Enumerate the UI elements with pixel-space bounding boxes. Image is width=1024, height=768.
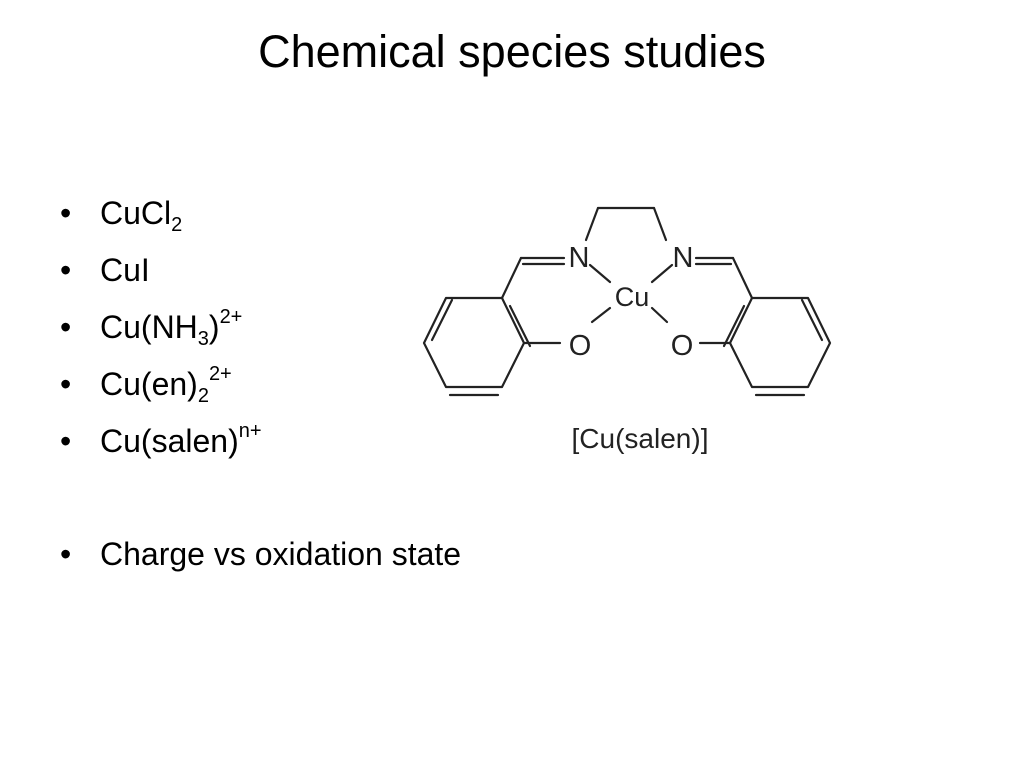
bond-n-cu-left [588,263,612,284]
bullet-item-charge-vs-oxidation: • Charge vs oxidation state [60,529,461,586]
formula-tail: ) [208,309,220,345]
bullet-item-cucl2: • CuCl2 [60,188,461,245]
bullet-dot: • [60,423,72,459]
bullet-dot: • [60,536,72,572]
ring-left-double-3 [430,298,454,342]
bullet-item-cui: • CuI [60,245,461,302]
bullet-dot: • [60,252,72,288]
bond-o-cu-left [590,306,612,324]
bullet-dot: • [60,195,72,231]
bullet-item-cu-en2: • Cu(en)22+ [60,359,461,416]
bullet-dot: • [60,309,72,345]
formula-superscript: 2+ [208,363,232,385]
formula-subscript: 2 [171,214,183,236]
bullet-item-cu-salen: • Cu(salen)n+ [60,416,461,473]
formula-base: CuI [100,252,150,288]
cu-salen-structure-diagram: N N Cu O O [Cu(salen)] [422,206,832,454]
formula-subscript: 2 [197,385,209,407]
bullet-list: • CuCl2 • CuI • Cu(NH3)2+ • Cu(en)22+ • … [60,188,461,586]
ring-right-double-1 [722,304,746,348]
structure-bonds [422,206,832,397]
formula-subscript: 3 [197,328,209,350]
formula-base: Cu(NH [100,309,198,345]
bond-n-cu-right [650,263,674,284]
structure-caption: [Cu(salen)] [572,423,709,454]
atom-o-left: O [569,330,592,362]
bond-ch-ring-left [500,256,523,300]
atom-cu: Cu [615,282,650,312]
formula-base: Cu(salen) [100,423,239,459]
benzene-ring-right [728,296,832,389]
bond-ch-ring-right [731,256,754,300]
atom-n-left: N [569,242,590,274]
atom-n-right: N [673,242,694,274]
bullet-item-cu-nh3: • Cu(NH3)2+ [60,302,461,359]
ring-left-double-1 [508,304,532,348]
bullet-text: Charge vs oxidation state [100,536,462,572]
formula-superscript: 2+ [219,306,243,328]
bullet-dot: • [60,366,72,402]
bond-n-ch2-left [584,206,600,242]
bond-o-cu-right [650,306,669,324]
atom-o-right: O [671,330,694,362]
formula-base: Cu(en) [100,366,198,402]
slide-title: Chemical species studies [258,26,766,77]
ring-right-double-3 [800,298,824,342]
benzene-ring-left [422,296,526,389]
formula-superscript: n+ [238,420,262,442]
formula-base: CuCl [100,195,172,231]
bond-ch2-n-right [652,206,668,242]
